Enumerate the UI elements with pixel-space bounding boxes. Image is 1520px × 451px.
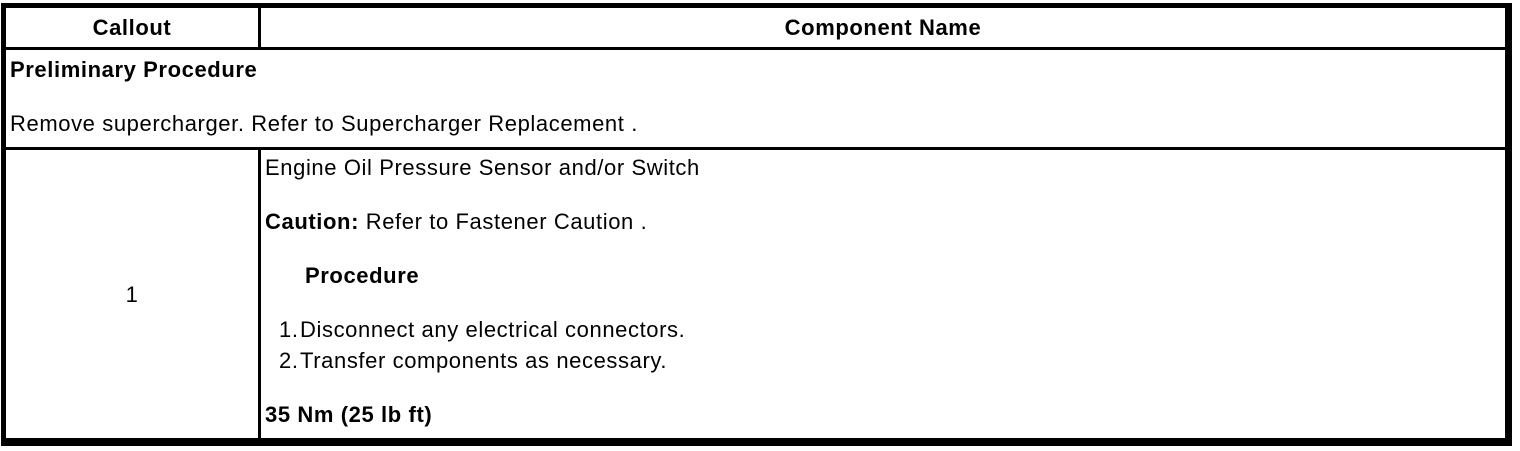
component-callout-table: Callout Component Name Preliminary Proce… [1, 3, 1512, 446]
procedure-step-1: 1. Disconnect any electrical connectors. [265, 314, 1497, 345]
service-manual-page: Callout Component Name Preliminary Proce… [0, 3, 1520, 451]
procedure-step-2: 2. Transfer components as necessary. [265, 345, 1497, 376]
table-header-row: Callout Component Name [6, 8, 1505, 50]
callout-number-cell: 1 [6, 150, 261, 438]
step-2-text: Transfer components as necessary. [300, 348, 668, 373]
step-1-number: 1. [279, 317, 299, 342]
procedure-heading: Procedure [305, 263, 420, 288]
header-component-name-cell: Component Name [784, 15, 982, 40]
torque-spec: 35 Nm (25 lb ft) [265, 402, 433, 427]
caution-text: Refer to Fastener Caution . [365, 209, 648, 234]
preliminary-procedure-title: Preliminary Procedure [10, 57, 258, 82]
preliminary-procedure-instruction: Remove supercharger. Refer to Supercharg… [10, 111, 638, 136]
component-name-text: Engine Oil Pressure Sensor and/or Switch [265, 155, 700, 180]
caution-line: Caution: Refer to Fastener Caution . [265, 206, 1497, 237]
header-callout-cell: Callout [6, 8, 261, 47]
component-row-1: 1 Engine Oil Pressure Sensor and/or Swit… [6, 150, 1505, 438]
component-detail-cell: Engine Oil Pressure Sensor and/or Switch… [261, 150, 1505, 438]
step-1-text: Disconnect any electrical connectors. [300, 317, 686, 342]
preliminary-procedure-row: Preliminary Procedure Remove supercharge… [6, 50, 1505, 150]
step-2-number: 2. [279, 348, 299, 373]
caution-label: Caution: [265, 209, 360, 234]
